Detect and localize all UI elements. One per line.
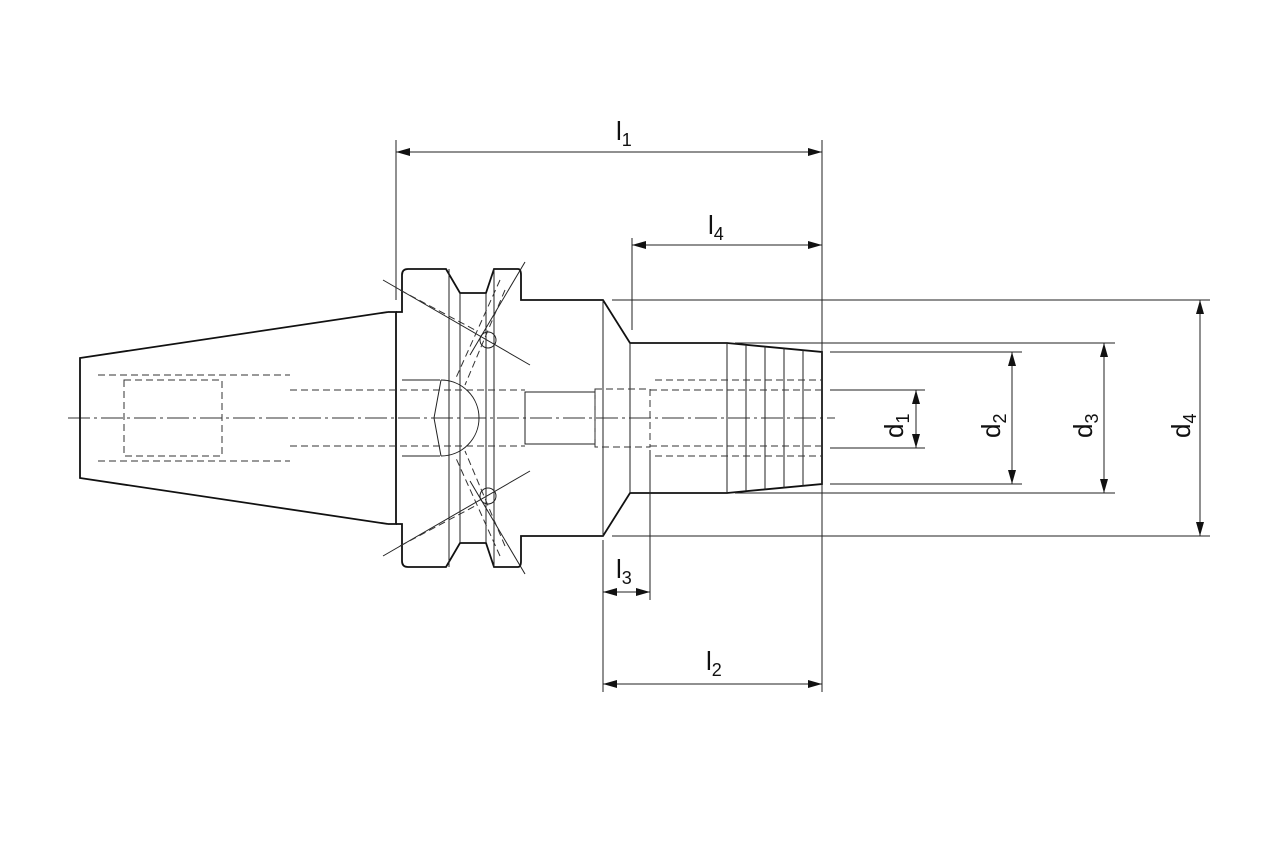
taper-shank <box>79 311 397 525</box>
hidden-lines <box>98 279 822 557</box>
label-l1: l1 <box>616 116 632 150</box>
label-d1: d1 <box>879 414 913 438</box>
label-d2: d2 <box>976 414 1010 438</box>
extension-lines <box>395 140 1210 692</box>
label-l4: l4 <box>708 210 724 244</box>
body-detail-lines <box>382 261 804 575</box>
label-l3: l3 <box>616 554 632 588</box>
label-d4: d4 <box>1166 414 1200 438</box>
label-l2: l2 <box>706 646 722 680</box>
label-d3: d3 <box>1068 414 1102 438</box>
